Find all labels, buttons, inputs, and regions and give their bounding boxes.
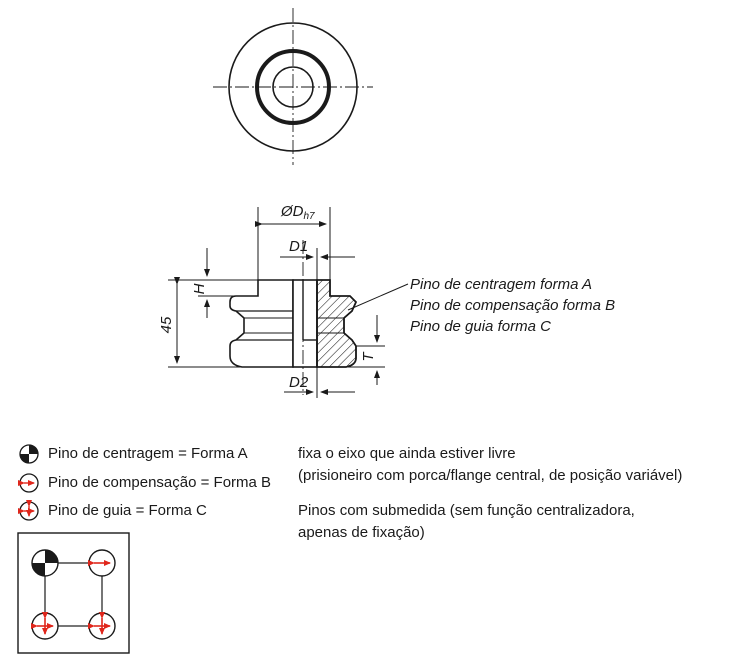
- scheme-centering-pin-icon: [31, 549, 59, 577]
- dim-h-label: H: [191, 283, 208, 294]
- section-view: [229, 240, 357, 395]
- legend-description-a-line-1: fixa o eixo que ainda estiver livre: [298, 445, 516, 462]
- scheme-guide-pin-icon: [88, 612, 116, 640]
- centering-pin-icon: [19, 444, 39, 464]
- dim-t-label: T: [360, 351, 377, 362]
- callout-line-1: Pino de centragem forma A: [410, 276, 592, 293]
- top-view: [213, 8, 373, 165]
- dimension-labels: ØDh7 D1 D2 H 45 T: [158, 203, 377, 391]
- legend-item-guide: Pino de guia = Forma C: [48, 502, 207, 519]
- callout-line-3: Pino de guia forma C: [410, 318, 551, 335]
- dim-d2-label: D2: [289, 374, 309, 391]
- legend-item-centering: Pino de centragem = Forma A: [48, 445, 248, 462]
- legend-description-c-line-1: Pinos com submedida (sem função centrali…: [298, 502, 635, 519]
- legend-description-a-line-2: (prisioneiro com porca/flange central, d…: [298, 467, 683, 484]
- scheme-guide-pin-icon: [31, 612, 59, 640]
- callout-line-2: Pino de compensação forma B: [410, 297, 615, 314]
- scheme-compensating-pin-icon: [88, 549, 116, 577]
- legend-description-c-line-2: apenas de fixação): [298, 524, 425, 541]
- legend-item-compensating: Pino de compensação = Forma B: [48, 474, 272, 491]
- dim-d1-label: D1: [289, 238, 308, 255]
- dimension-lines: [168, 207, 409, 398]
- compensating-pin-icon: [18, 473, 39, 493]
- dim-45-label: 45: [158, 316, 175, 333]
- pin-arrangement-scheme: [17, 532, 130, 654]
- dim-od-label: ØDh7: [280, 203, 315, 222]
- callout-text: Pino de centragem forma A Pino de compen…: [410, 276, 615, 335]
- guide-pin-icon: [18, 500, 39, 521]
